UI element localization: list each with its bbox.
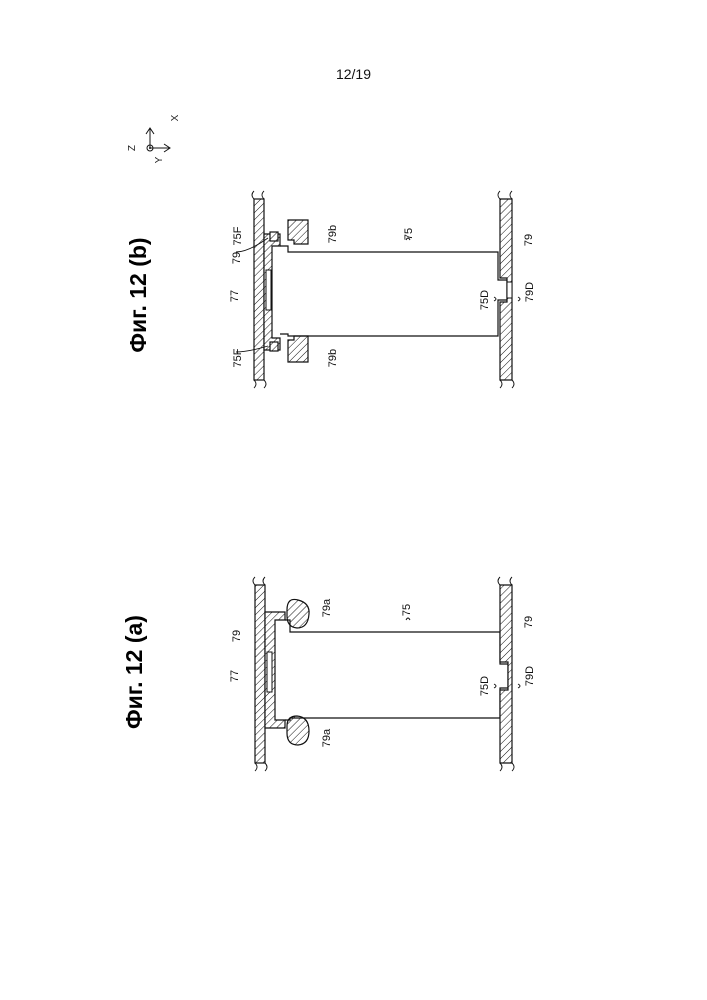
- figure-a-drawing: 79 77 79a 79a 75 75D 79 79D: [229, 577, 536, 771]
- socket-79d: [507, 282, 512, 298]
- axis-x-label: X: [170, 114, 181, 121]
- wall-top: [254, 199, 264, 380]
- axis-z-label: Z: [127, 145, 138, 151]
- label-79b-upper: 79b: [327, 225, 339, 243]
- wall-bottom: [500, 585, 512, 763]
- figure-b-title: Фиг. 12 (b): [125, 237, 151, 352]
- label-79-top: 79: [231, 630, 243, 642]
- label-77: 77: [229, 290, 241, 302]
- plate-77: [266, 270, 271, 310]
- block-79b-lower: [288, 336, 308, 362]
- label-75: 75: [401, 604, 413, 616]
- leader-79d: [518, 297, 520, 301]
- label-75d: 75D: [479, 676, 491, 696]
- label-79b-lower: 79b: [327, 349, 339, 367]
- leader-79d: [518, 684, 520, 688]
- flange-75f-lower: [270, 342, 278, 351]
- label-79d: 79D: [524, 666, 536, 686]
- plate-77: [267, 652, 272, 692]
- label-79a-upper: 79a: [321, 598, 333, 617]
- axis-y-label: Y: [154, 156, 165, 163]
- flange-75f-upper: [270, 232, 278, 241]
- label-75d: 75D: [479, 290, 491, 310]
- leader-75d: [494, 684, 496, 688]
- leader-75d: [494, 297, 496, 301]
- container-body-75: [280, 246, 507, 336]
- figure-b-drawing: 75F 79 77 75F 79b 79b 75 75D 79 79D: [229, 191, 536, 388]
- label-75f-lower: 75F: [232, 348, 244, 367]
- block-79b-upper: [288, 220, 308, 244]
- label-79d: 79D: [524, 282, 536, 302]
- label-79-bottom: 79: [523, 616, 535, 628]
- label-75f-upper: 75F: [232, 226, 244, 245]
- label-79-bottom: 79: [523, 234, 535, 246]
- label-79a-lower: 79a: [321, 728, 333, 747]
- leader-75: [406, 618, 410, 620]
- label-79-top: 79: [231, 252, 243, 264]
- wall-top: [255, 585, 265, 763]
- label-75: 75: [403, 228, 415, 240]
- label-77: 77: [229, 670, 241, 682]
- axis-indicator: X Z Y: [127, 114, 181, 163]
- container-body-75: [285, 620, 508, 720]
- figure-a-title: Фиг. 12 (a): [121, 615, 147, 729]
